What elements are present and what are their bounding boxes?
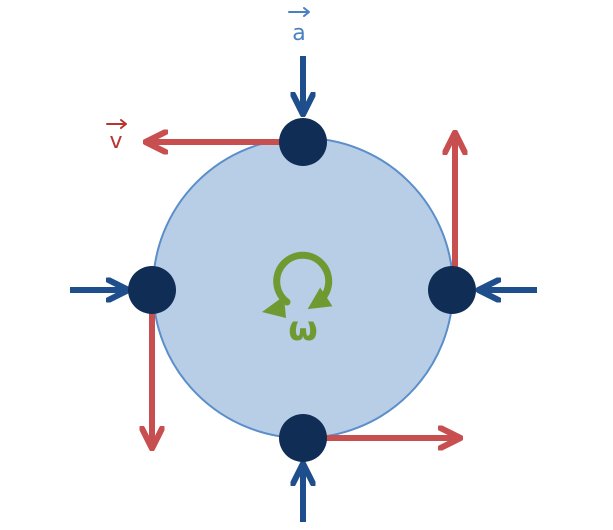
acceleration-vector-mark — [288, 7, 310, 17]
mass-right — [428, 266, 476, 314]
rotating-disc — [152, 137, 454, 439]
rotation-arrow — [273, 251, 333, 310]
velocity-vector-mark — [106, 119, 127, 129]
rotation-arrow-head — [262, 296, 286, 318]
mass-bottom — [279, 414, 327, 462]
mass-top — [279, 118, 327, 166]
omega-label: ω — [288, 309, 318, 349]
acceleration-label: a — [292, 21, 305, 46]
mass-left — [128, 266, 176, 314]
velocity-label: v — [109, 129, 122, 154]
